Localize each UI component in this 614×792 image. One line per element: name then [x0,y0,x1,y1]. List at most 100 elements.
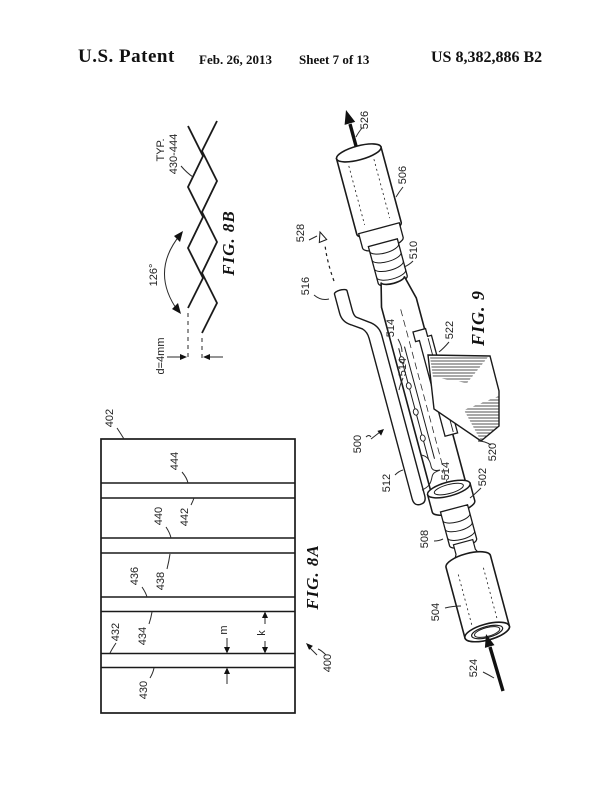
bent-strip-member [333,288,426,506]
stylet-open-arrowhead [318,230,328,244]
leader-506 [395,186,404,198]
label-516: 516 [300,277,312,295]
dim-arrowhead-left [180,354,187,360]
leader-402 [116,427,125,440]
zigzag-line-outer [186,125,205,309]
leader-502 [469,487,482,499]
label-430: 430 [138,681,150,699]
label-400: 400 [322,654,334,672]
figure-8b: TYP. 430-444 126° d=4mm FIG. 8B [148,120,238,375]
label-514a: 514 [385,319,397,337]
leader-508 [433,538,444,542]
label-434: 434 [137,627,149,645]
slot-lines [398,346,435,461]
leader-436 [141,586,148,598]
leader-438 [166,553,171,570]
wedge-hatch-top [430,357,488,383]
figure-9-caption: FIG. 9 [468,290,488,347]
patent-header-number: US 8,382,886 B2 [431,49,543,66]
leader-500 [365,435,372,438]
leader-432 [109,642,117,654]
arrow-500-head [377,429,384,436]
figure-8a-caption: FIG. 8A [303,544,322,611]
figure-8a: 402 444 440 442 436 438 432 434 430 m k [100,409,334,714]
leader-444 [181,471,189,484]
label-442: 442 [179,508,191,526]
leader-524 [482,671,495,679]
dim-k-arrowhead-up [262,611,268,618]
typ-leader [180,165,194,178]
top-cylinder-highlights [348,159,391,225]
zigzag-line-inner [200,120,219,334]
figure-9: 526 506 510 528 516 514 514 514 522 520 … [295,110,511,692]
top-rib-lines [369,243,407,281]
label-436: 436 [129,567,141,585]
patent-header-sheet: Sheet 7 of 13 [299,52,370,67]
label-520: 520 [487,443,499,461]
brace-514c [420,454,441,491]
wedge-outline [427,354,500,442]
angle-arc [164,234,181,312]
label-514c: 514 [440,462,452,480]
strip-opening-cap [333,289,348,295]
label-k: k [256,630,268,636]
leader-434 [148,611,153,625]
dim-arrowhead-right [203,354,210,360]
open-end-wall-inner [474,626,501,638]
label-444: 444 [169,452,181,470]
angle-arrowhead-bottom [172,303,181,314]
leader-504 [444,605,462,609]
leader-510 [403,260,414,268]
label-514b: 514 [397,358,409,376]
label-512: 512 [381,474,393,492]
collar-inner-rim [433,482,464,496]
leader-430 [149,667,155,679]
collar-rim [426,479,471,499]
label-432: 432 [110,623,122,641]
open-end-wall-outer [471,624,504,640]
figure-8b-caption: FIG. 8B [219,210,238,277]
label-typ: TYP. [155,138,167,161]
body-centerline [400,309,448,483]
label-506: 506 [397,166,409,184]
dim-m-arrowhead-up [224,667,230,674]
label-522: 522 [444,321,456,339]
bottom-cylinder-highlights [457,567,498,625]
dim-k-arrowhead-down [262,647,268,654]
arrow-500-shaft [370,431,381,440]
leader-526 [355,127,363,138]
label-440: 440 [153,507,165,525]
leader-522 [438,341,450,353]
dim-m-arrowhead-down [224,647,230,654]
layer-divider-lines [101,482,295,669]
suture-sleeve-wedge [427,354,500,442]
label-526: 526 [359,111,371,129]
label-126deg: 126° [148,264,160,287]
patent-header-date: Feb. 26, 2013 [199,52,272,67]
label-504: 504 [430,603,442,621]
label-524: 524 [468,659,480,677]
arrow-524-shaft [488,646,505,692]
label-508: 508 [419,530,431,548]
leader-440 [165,526,172,539]
arrow-400-head [306,643,313,650]
stylet-dashed-line [324,244,335,282]
label-430-444: 430-444 [168,134,180,174]
label-m: m [218,625,230,634]
leader-516 [313,294,330,300]
label-502: 502 [477,468,489,486]
top-cylinder-cap [335,143,382,163]
arrow-526-shaft [348,123,358,147]
bottom-rib-lines [442,513,476,541]
label-510: 510 [408,241,420,259]
angle-arrowhead-top [174,231,183,242]
arrow-526-head [344,110,356,125]
leader-400 [317,648,327,656]
arrow-400-shaft [309,647,318,656]
leader-442 [190,497,195,506]
arrow-524-head [484,634,495,648]
slot-bumps [398,356,426,442]
label-500: 500 [352,435,364,453]
